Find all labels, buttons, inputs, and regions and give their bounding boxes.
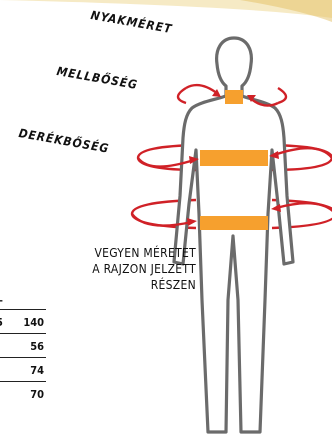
table-row: 70 [0,382,46,405]
instruction-line-2: A RAJZON JELZETT [70,261,196,277]
instruction-line-1: VEGYEN MÉRETET [70,245,196,261]
instruction-line-3: RÉSZEN [70,277,196,293]
table-row: – [0,295,46,310]
table-cell-value: 56 [30,340,44,353]
table-header-fragment: – [0,294,3,307]
chest-band [200,150,268,166]
table-cell-value: 74 [30,364,44,377]
waist-band [200,216,268,230]
table-row: 5 140 [0,310,46,334]
neck-band [225,90,243,104]
table-cell-fragment: 5 [0,316,3,329]
table-cell-value: 70 [30,388,44,401]
size-table: – 5 140 56 74 70 [0,295,46,405]
table-row: 74 [0,358,46,382]
measurement-instruction: VEGYEN MÉRETET A RAJZON JELZETT RÉSZEN [70,245,196,293]
table-row: 56 [0,334,46,358]
table-cell-value: 140 [23,316,44,329]
